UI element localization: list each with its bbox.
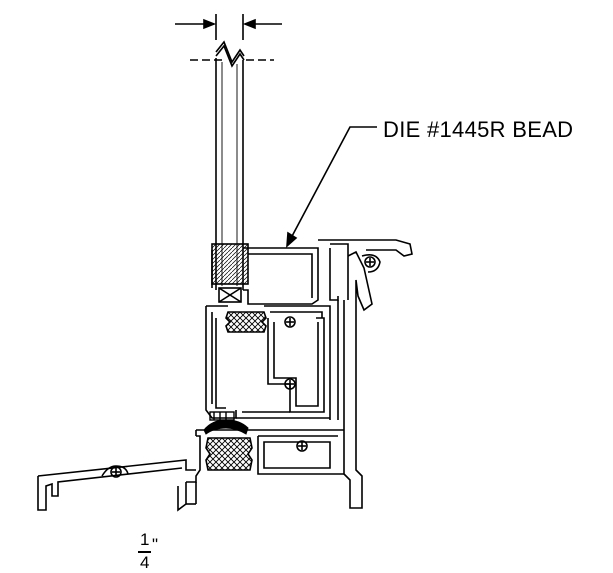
section-drawing: 1 4 " DIE #1445R BEAD [37, 14, 574, 572]
cross-section-svg [37, 14, 413, 512]
lower-gasket [205, 437, 253, 471]
break-line [190, 40, 274, 68]
fraction-denominator: 4 [140, 553, 150, 572]
sash-frame [205, 305, 331, 420]
callout-leader [286, 126, 377, 248]
weatherstrip [203, 419, 249, 435]
thickness-dimension [175, 14, 282, 40]
glazing-bead [211, 243, 319, 305]
fraction-numerator: 1 [140, 530, 150, 549]
sill-frame [37, 429, 344, 512]
upper-gasket [225, 311, 267, 333]
bead-callout-label: DIE #1445R BEAD [383, 117, 574, 142]
weatherstrip-clip [209, 411, 235, 421]
outer-frame [318, 239, 413, 509]
spacer-box [218, 287, 242, 303]
inch-mark: " [152, 535, 159, 554]
